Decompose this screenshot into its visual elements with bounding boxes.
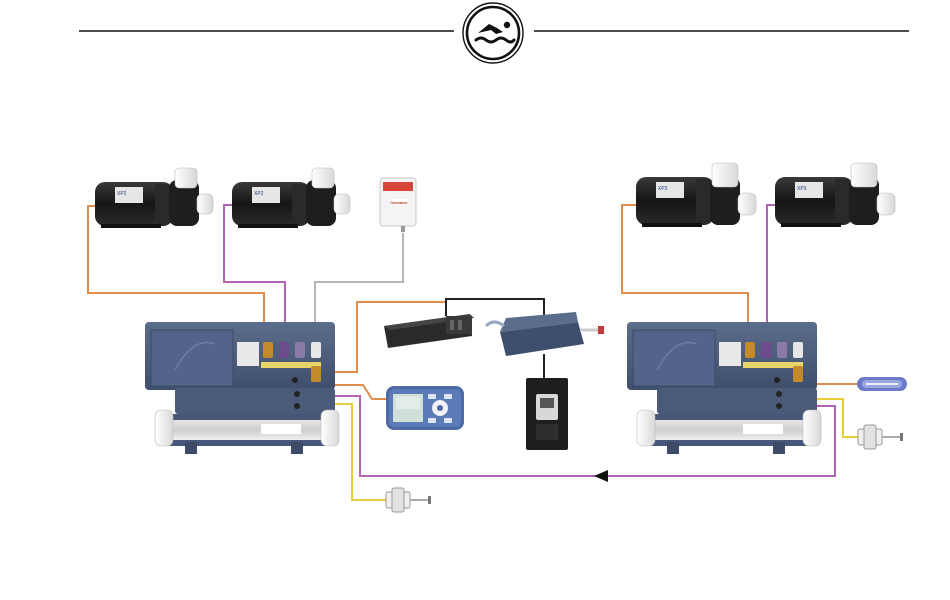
header [79,3,909,63]
control-box-left [145,322,339,454]
wire-ozonator [315,233,403,322]
wire-link-expanders [446,299,544,318]
pump-4: XP3 [775,163,895,227]
wire-pump-4 [767,205,775,322]
pump-3-brand: XP3 [658,186,668,192]
keypad-icon [386,386,464,430]
expander-module [384,314,474,348]
pump-2: XP2 [232,168,350,228]
pump-1: XP2 [95,168,213,228]
pump-3: XP3 [636,163,756,227]
pump-1-brand: XP2 [117,191,127,197]
light-bar-icon [857,377,907,391]
wire-sensor-right [815,399,858,437]
swimmer-icon [463,3,523,63]
ozonator: Ozonator [380,178,416,232]
sensor-icon [386,488,431,512]
arrow-left-icon [594,470,608,482]
control-box-right [627,322,821,454]
pump-4-brand: XP3 [797,186,807,192]
wifi-module-icon [486,312,604,356]
sensor-icon-right [858,425,903,449]
pump-2-brand: XP2 [254,191,264,197]
mobile-panel-icon [526,378,568,450]
ozonator-label: Ozonator [390,200,408,205]
